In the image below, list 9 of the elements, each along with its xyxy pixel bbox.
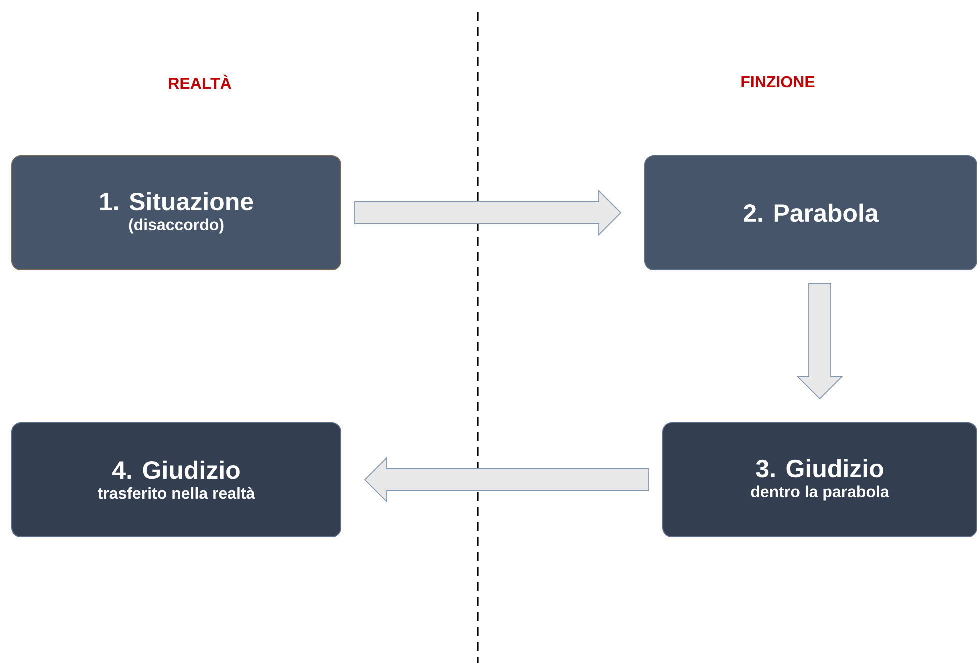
column-heading: FINZIONE [742,76,815,88]
process-box: 2. Parabola [644,156,977,270]
process-box: 4. Giudizio trasferito nella realtà [12,422,342,538]
block-arrow [354,190,622,236]
block-arrow [364,456,650,504]
process-box: 1. Situazione (disaccordo) [12,156,342,270]
process-box: 3. Giudizio dentro la parabola [662,422,977,538]
block-arrow [796,284,844,400]
column-heading: REALTÀ [169,74,232,90]
